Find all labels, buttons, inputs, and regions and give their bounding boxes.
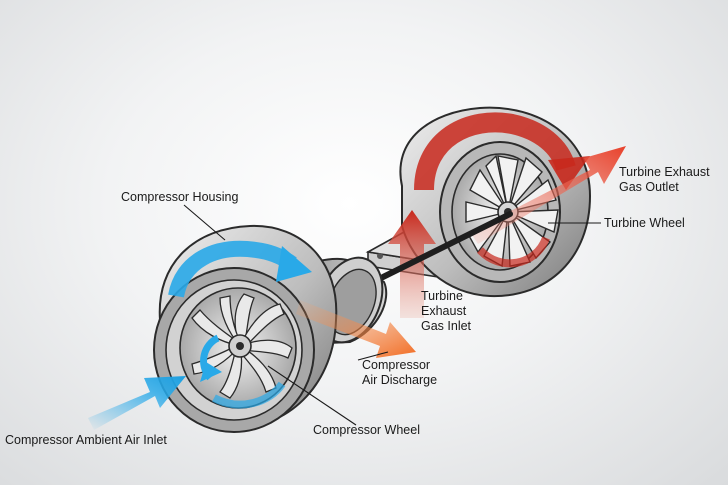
leader-compressor-wheel <box>267 365 357 426</box>
leader-lines <box>183 204 601 426</box>
label-compressor-air-discharge: Compressor Air Discharge <box>362 358 437 388</box>
compressor-low-swirl-arrow <box>212 381 286 409</box>
label-compressor-ambient-air-inlet: Compressor Ambient Air Inlet <box>5 433 167 447</box>
label-line: Gas Inlet <box>421 319 472 333</box>
leader-compressor-housing <box>183 204 226 241</box>
label-line: Turbine <box>421 289 463 303</box>
label-line: Turbine Exhaust <box>619 165 710 179</box>
label-line: Compressor <box>362 358 431 372</box>
label-compressor-wheel: Compressor Wheel <box>313 423 420 437</box>
label-turbine-exhaust-gas-outlet: Turbine Exhaust Gas Outlet <box>619 165 710 195</box>
leader-air-discharge <box>357 351 389 361</box>
label-line: Exhaust <box>421 304 467 318</box>
ambient-air-inlet-arrow <box>88 376 186 430</box>
label-turbine-exhaust-gas-inlet: Turbine Exhaust Gas Inlet <box>421 289 471 334</box>
compressor-swirl-arrow <box>168 240 312 298</box>
exhaust-inner-swirl-arrow <box>477 236 550 268</box>
exhaust-outlet-arrow <box>470 146 626 244</box>
compressor-wheel <box>191 293 293 399</box>
air-discharge-arrow <box>296 300 416 358</box>
label-turbine-wheel: Turbine Wheel <box>604 216 685 230</box>
label-line: Gas Outlet <box>619 180 679 194</box>
label-compressor-housing: Compressor Housing <box>121 190 239 204</box>
label-line: Air Discharge <box>362 373 438 387</box>
exhaust-swirl-arrow <box>414 112 590 191</box>
